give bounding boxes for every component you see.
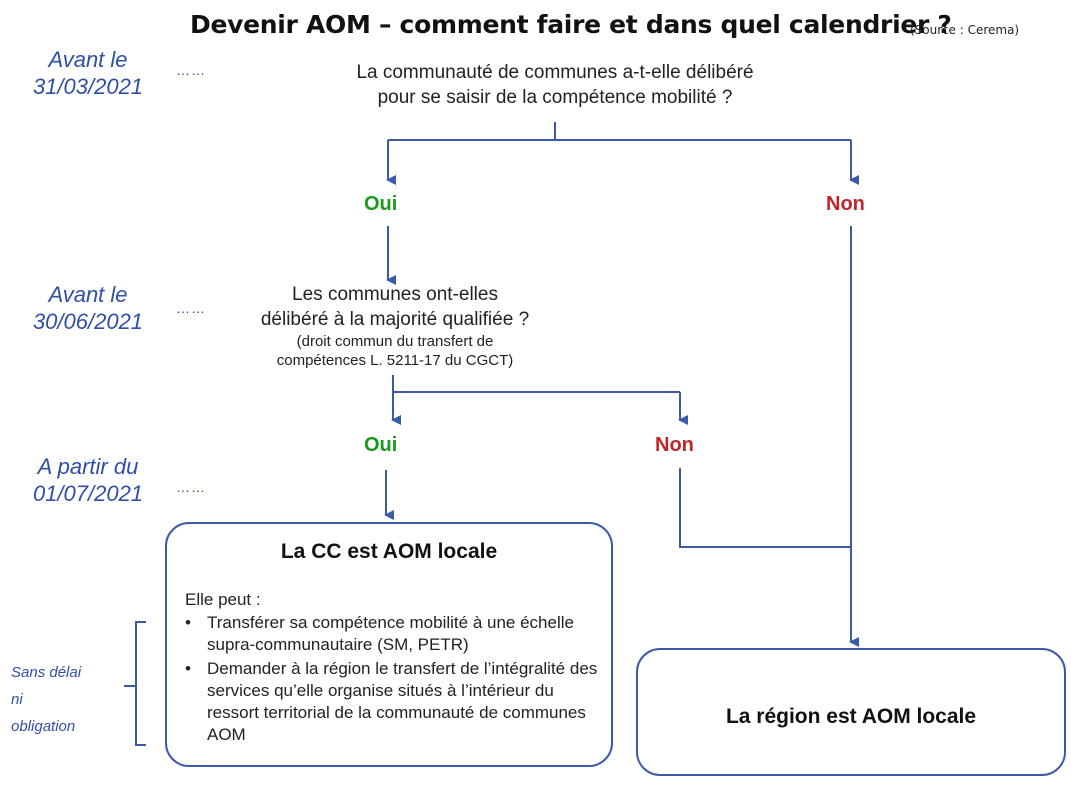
- timeline-date-2-line2: 30/06/2021: [32, 309, 144, 334]
- cc-box-list: • Transférer sa compétence mobilité à une…: [185, 612, 605, 748]
- timeline-date-3-line1: A partir du: [37, 454, 139, 479]
- side-note-line1: Sans délai: [11, 664, 82, 681]
- timeline-date-2: Avant le 30/06/2021: [8, 281, 168, 335]
- bullet-icon: •: [185, 613, 191, 632]
- answer-non-1: Non: [826, 193, 865, 215]
- cc-box-title: La CC est AOM locale: [280, 540, 498, 563]
- side-brace: [124, 621, 146, 746]
- connector-q2-branch: [392, 375, 680, 393]
- cc-box-item-text: Transférer sa compétence mobilité à une …: [207, 613, 574, 654]
- question-2-note1: (droit commun du transfert de: [296, 333, 494, 350]
- timeline-date-1: Avant le 31/03/2021: [8, 46, 168, 100]
- timeline-dots-2: ……: [176, 300, 206, 316]
- question-2-line2: délibéré à la majorité qualifiée ?: [260, 309, 530, 330]
- cc-box-intro: Elle peut :: [185, 590, 261, 609]
- timeline-date-2-line1: Avant le: [48, 282, 128, 307]
- question-1: La communauté de communes a-t-elle délib…: [285, 60, 825, 110]
- question-2-note2: compétences L. 5211-17 du CGCT): [276, 352, 514, 369]
- question-2: Les communes ont-elles délibéré à la maj…: [210, 282, 580, 370]
- side-note-line2: ni: [11, 691, 23, 708]
- page-title: Devenir AOM – comment faire et dans quel…: [190, 10, 952, 39]
- region-box-title: La région est AOM locale: [725, 705, 977, 728]
- timeline-date-3: A partir du 01/07/2021: [8, 453, 168, 507]
- question-1-line2: pour se saisir de la compétence mobilité…: [377, 87, 733, 108]
- source-note: (Source : Cerema): [910, 23, 1020, 37]
- timeline-dots-1: ……: [176, 62, 206, 78]
- timeline-date-3-line2: 01/07/2021: [32, 481, 144, 506]
- question-2-line1: Les communes ont-elles: [292, 284, 498, 305]
- region-aom-box: [636, 648, 1066, 776]
- side-note: Sans délai ni obligation: [11, 659, 81, 740]
- side-note-line3: obligation: [11, 718, 76, 735]
- answer-oui-1: Oui: [364, 193, 398, 215]
- answer-oui-2: Oui: [364, 434, 398, 456]
- cc-box-item: • Demander à la région le transfert de l’…: [185, 658, 605, 746]
- timeline-date-1-line2: 31/03/2021: [32, 74, 144, 99]
- question-1-line1: La communauté de communes a-t-elle délib…: [356, 62, 754, 83]
- answer-non-2: Non: [655, 434, 694, 456]
- cc-aom-box: [165, 522, 613, 767]
- connector-non2-to-region: [679, 468, 851, 548]
- cc-box-item: • Transférer sa compétence mobilité à une…: [185, 612, 605, 656]
- timeline-date-1-line1: Avant le: [48, 47, 128, 72]
- bullet-icon: •: [185, 659, 191, 678]
- timeline-dots-3: ……: [176, 479, 206, 495]
- cc-box-item-text: Demander à la région le transfert de l’i…: [207, 659, 598, 744]
